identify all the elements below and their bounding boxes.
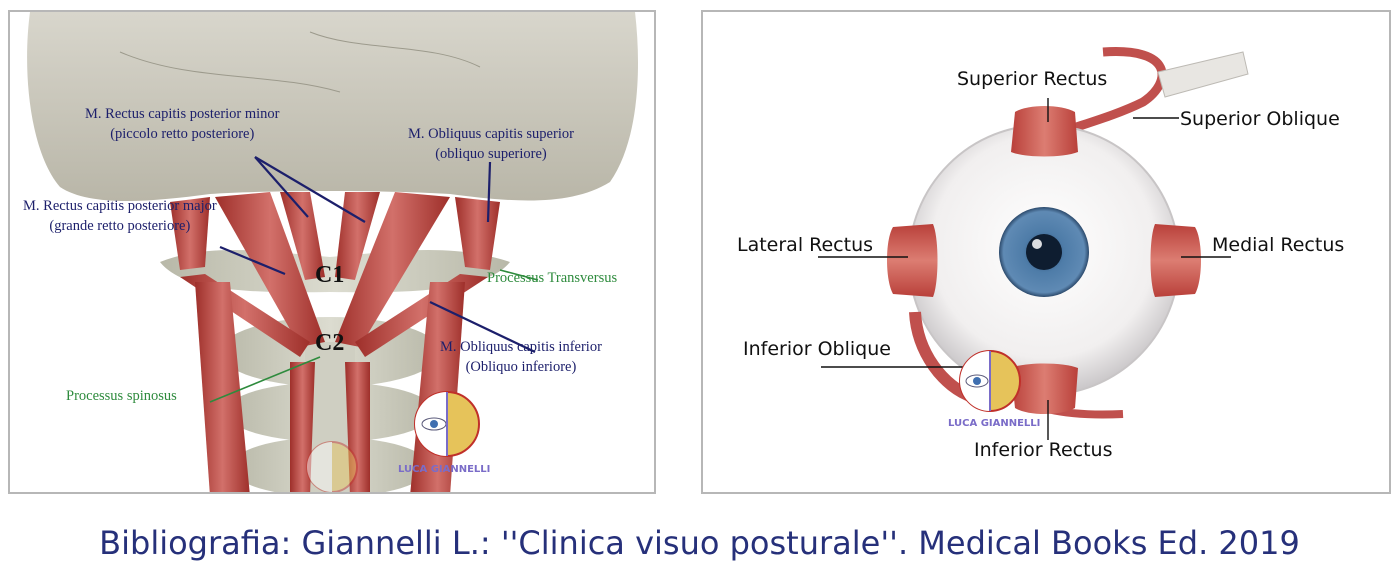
superior-rectus-label: Superior Rectus (957, 68, 1108, 90)
superior-rectus-muscle (1011, 106, 1078, 157)
rcp-major-it: (grande retto posteriore) (49, 218, 191, 234)
c2-label: C2 (315, 330, 345, 356)
bibliography-caption: Bibliografia: Giannelli L.: ''Clinica vi… (99, 524, 1300, 562)
inferior-oblique-label: Inferior Oblique (743, 338, 891, 360)
superior-oblique-label: Superior Oblique (1180, 108, 1340, 130)
rcp-minor-label: M. Rectus capitis posterior minor (picco… (85, 104, 280, 144)
rectus-capitis-minor-left (280, 192, 325, 280)
pupil (1026, 234, 1062, 270)
oci-label: M. Obliquus capitis inferior (Obliquo in… (440, 337, 602, 377)
neck-anatomy-panel: M. Rectus capitis posterior minor (picco… (8, 10, 656, 494)
proc-transversus-label: Processus Transversus (487, 270, 618, 286)
ocs-it: (obliquo superiore) (435, 146, 547, 162)
rcp-major-label: M. Rectus capitis posterior major (grand… (23, 196, 217, 236)
luca-giannelli-logo (414, 391, 480, 457)
inferior-rectus-label: Inferior Rectus (974, 439, 1113, 461)
oci-it: (Obliquo inferiore) (465, 359, 577, 375)
eye-muscles-panel: Superior Rectus Superior Oblique Lateral… (701, 10, 1391, 494)
rcp-major-name: M. Rectus capitis posterior major (23, 198, 217, 214)
rectus-capitis-minor-right (335, 192, 380, 280)
lateral-rectus-label: Lateral Rectus (737, 234, 874, 256)
obliquus-superior-left (170, 197, 210, 270)
rectus-capitis-major-left (215, 192, 325, 347)
logo-text-left: LUCA GIANNELLI (398, 464, 491, 475)
medial-rectus-label: Medial Rectus (1212, 234, 1345, 256)
rcp-minor-it: (piccolo retto posteriore) (110, 126, 255, 142)
eye-muscles-illustration (818, 47, 1249, 440)
inferior-rectus-muscle (1011, 363, 1078, 414)
atlas-c1 (160, 250, 510, 293)
c1-label: C1 (315, 262, 345, 288)
skull (27, 12, 639, 202)
medial-rectus-muscle (1150, 224, 1201, 297)
ocs-label: M. Obliquus capitis superior (obliquo su… (408, 124, 574, 164)
luca-giannelli-logo (959, 350, 1021, 412)
proc-spinosus-label: Processus spinosus (66, 388, 177, 404)
neck-anatomy-illustration (27, 12, 639, 492)
logo-text-right: LUCA GIANNELLI (948, 418, 1041, 429)
oci-name: M. Obliquus capitis inferior (440, 339, 602, 355)
rectus-capitis-major-right (335, 192, 450, 347)
rcp-minor-name: M. Rectus capitis posterior minor (85, 106, 280, 122)
lateral-rectus-muscle (887, 224, 938, 297)
ocs-name: M. Obliquus capitis superior (408, 126, 574, 142)
